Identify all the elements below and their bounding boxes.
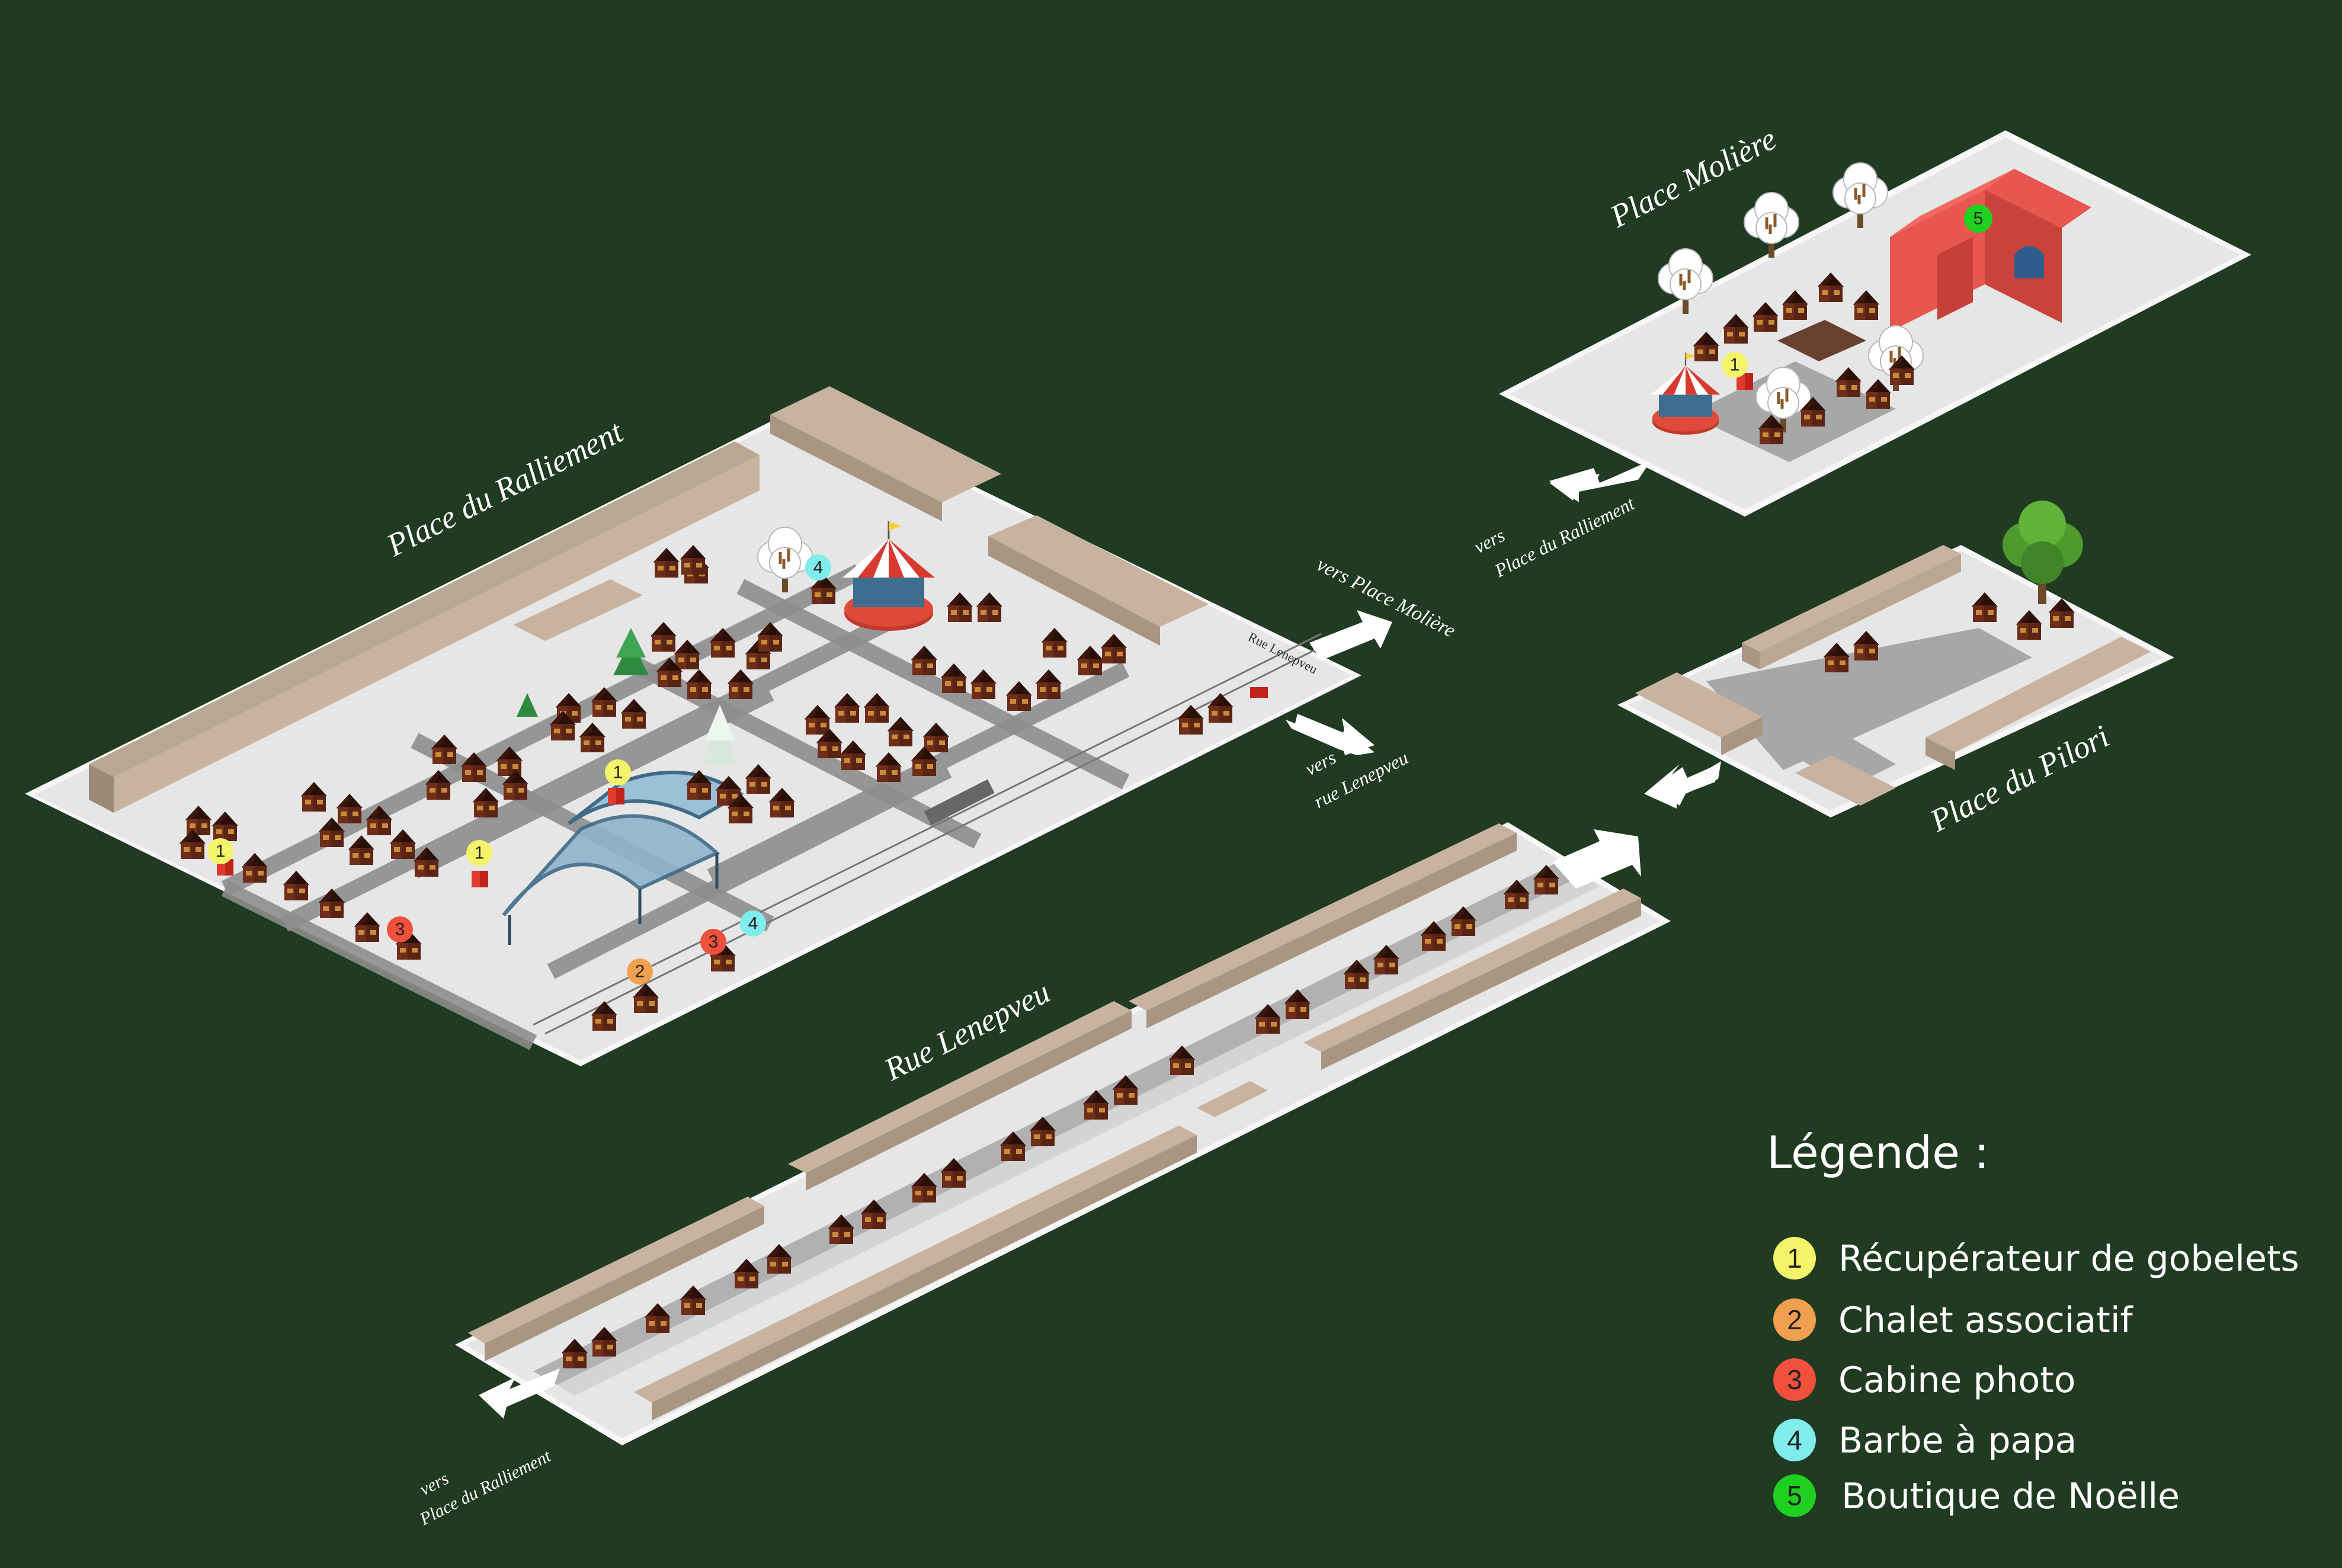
svg-text:4: 4 [1787, 1425, 1802, 1455]
svg-text:1: 1 [1730, 355, 1740, 375]
fir-tree [517, 628, 738, 764]
place-du-pilori [1617, 501, 2174, 817]
arrow-pilori-to-ralliement [1644, 761, 1721, 809]
arrow-to-lenepveu [1286, 714, 1375, 755]
label-vers-line1: vers [1302, 746, 1340, 780]
svg-text:2: 2 [635, 962, 645, 982]
legend-item-5: 5 Boutique de Noëlle [1773, 1474, 2180, 1517]
marker-4[interactable]: 4 [805, 554, 831, 581]
svg-text:1: 1 [216, 842, 226, 861]
label-vers-line1: vers [1470, 524, 1508, 557]
rue-lenepveu [455, 822, 1671, 1445]
svg-text:3: 3 [1787, 1364, 1802, 1395]
legend-label: Boutique de Noëlle [1841, 1476, 2180, 1517]
markers: 1 1 1 1 2 3 3 4 [207, 204, 1992, 985]
svg-text:3: 3 [709, 932, 719, 952]
place-du-ralliement [25, 386, 1361, 1066]
svg-text:1: 1 [475, 844, 485, 863]
legend-item-3: 3 Cabine photo [1773, 1358, 2076, 1401]
marker-3[interactable]: 3 [700, 929, 726, 955]
marker-1[interactable]: 1 [466, 840, 492, 866]
marker-5[interactable]: 5 [1964, 204, 1992, 233]
arrow-moliere-to-ralliement [1549, 462, 1650, 502]
label-vers-place-du-ralliement: Place du Ralliement [1491, 492, 1638, 582]
svg-text:5: 5 [1787, 1480, 1802, 1511]
svg-text:2: 2 [1787, 1304, 1802, 1335]
legend-label: Barbe à papa [1838, 1420, 2077, 1461]
marker-1[interactable]: 1 [207, 838, 233, 864]
legend-title: Légende : [1767, 1126, 1989, 1179]
svg-text:4: 4 [813, 558, 824, 578]
svg-text:1: 1 [613, 763, 623, 783]
svg-text:5: 5 [1973, 209, 1984, 229]
legend-label: Récupérateur de gobelets [1838, 1238, 2299, 1280]
arrow-lenepveu-to-pilori [1552, 829, 1641, 889]
label-vers-line1: vers [417, 1468, 452, 1499]
legend-label: Chalet associatif [1838, 1300, 2133, 1341]
marker-3[interactable]: 3 [387, 916, 413, 942]
svg-text:1: 1 [1787, 1243, 1802, 1274]
marker-1[interactable]: 1 [605, 759, 631, 785]
legend-item-1: 1 Récupérateur de gobelets [1773, 1237, 2299, 1280]
legend-item-2: 2 Chalet associatif [1773, 1298, 2133, 1341]
arrow-lenepveu-to-ralliement [479, 1368, 560, 1419]
svg-text:4: 4 [748, 914, 758, 934]
arrow-to-moliere [1309, 610, 1392, 660]
marker-4[interactable]: 4 [740, 910, 766, 937]
legend: Légende : 1 Récupérateur de gobelets 2 C… [1767, 1126, 2299, 1517]
svg-text:3: 3 [395, 920, 405, 939]
marker-1[interactable]: 1 [1722, 352, 1748, 378]
boutique-tent [1890, 169, 2091, 332]
legend-label: Cabine photo [1838, 1359, 2076, 1401]
green-tree [2003, 501, 2083, 604]
marker-2[interactable]: 2 [627, 958, 653, 985]
place-moliere [1499, 130, 2251, 517]
legend-item-4: 4 Barbe à papa [1773, 1419, 2077, 1461]
